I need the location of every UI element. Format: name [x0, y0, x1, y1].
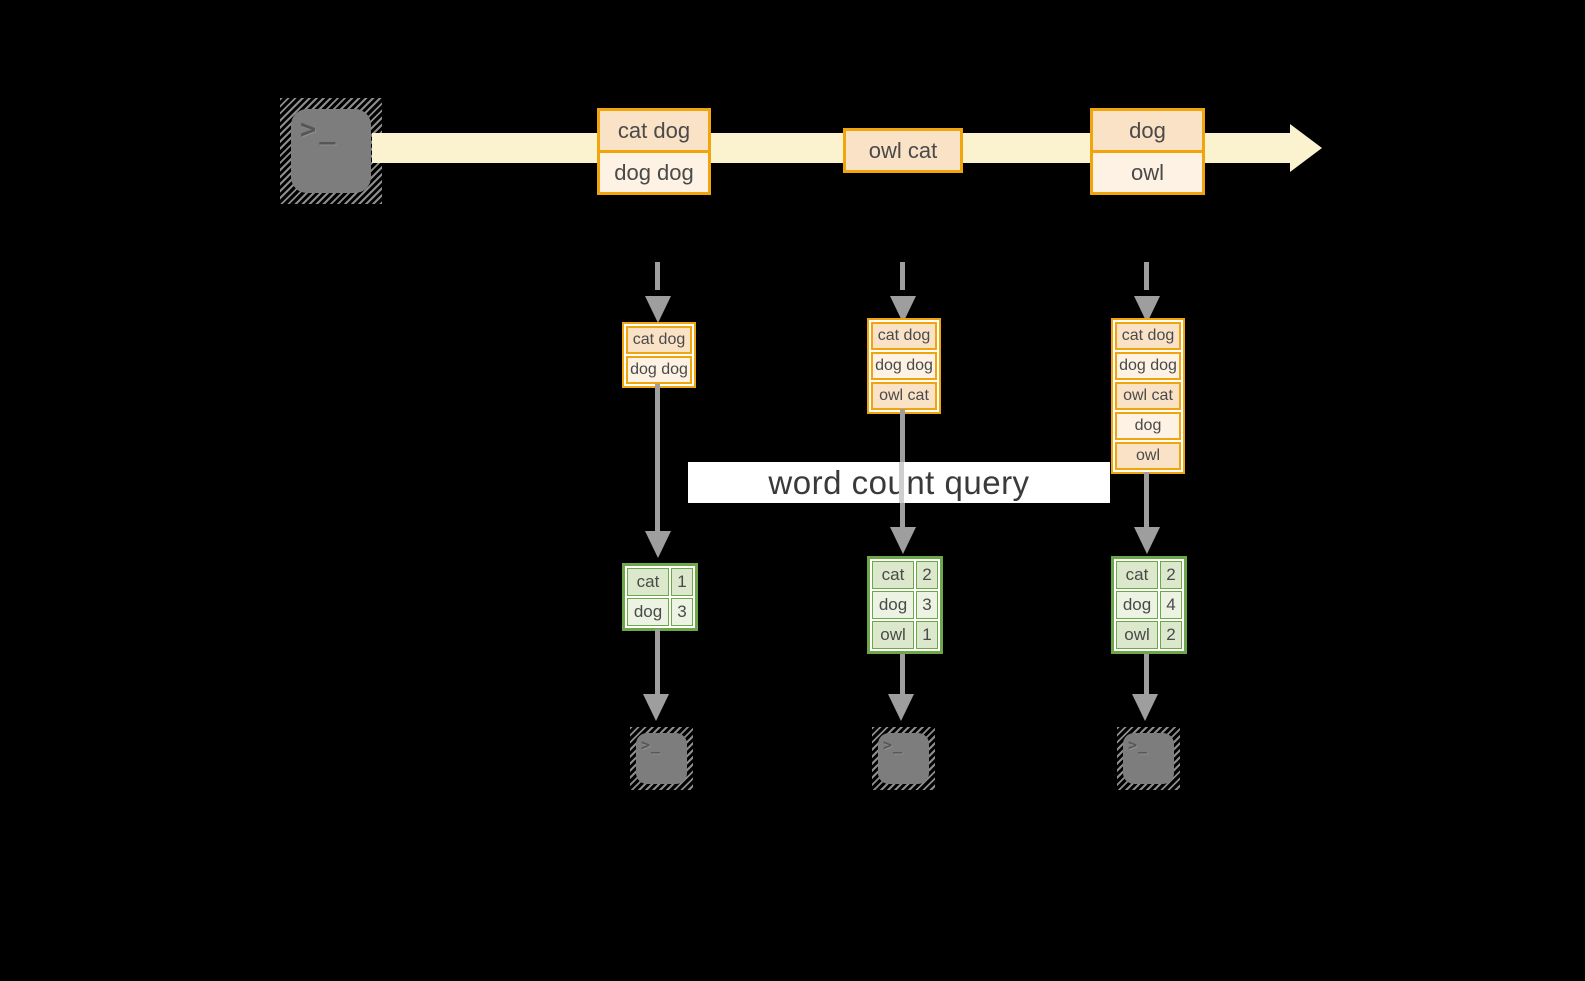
output-arrow-line — [900, 654, 905, 694]
state-row: dog dog — [871, 352, 937, 380]
count-table-1: cat 1 dog 3 — [622, 563, 698, 631]
state-row: cat dog — [1115, 322, 1181, 350]
output-arrowhead-icon — [1132, 694, 1158, 721]
stream-arrowhead-icon — [1290, 124, 1322, 172]
state-row: cat dog — [871, 322, 937, 350]
dashed-arrowhead-icon — [645, 296, 671, 323]
dashed-arrow-line — [900, 262, 905, 290]
table-row: owl 2 — [1116, 621, 1182, 649]
event-row: owl cat — [846, 131, 960, 170]
consumer-terminal-icon-2: >_ — [872, 727, 935, 790]
state-row: dog dog — [1115, 352, 1181, 380]
event-box-1: cat dog dog dog — [597, 108, 711, 195]
dashed-arrow-line — [1144, 262, 1149, 290]
consumer-terminal-icon-3: >_ — [1117, 727, 1180, 790]
event-row: dog — [1093, 111, 1202, 150]
word-cell: dog — [1116, 591, 1158, 619]
table-row: cat 1 — [627, 568, 693, 596]
count-cell: 4 — [1160, 591, 1182, 619]
count-cell: 2 — [1160, 621, 1182, 649]
count-cell: 3 — [916, 591, 938, 619]
state-buffer-3: cat dog dog dog owl cat dog owl — [1111, 318, 1185, 474]
query-arrow-line — [655, 384, 660, 531]
event-row: owl — [1093, 150, 1202, 192]
word-cell: owl — [872, 621, 914, 649]
event-box-3: dog owl — [1090, 108, 1205, 195]
word-cell: owl — [1116, 621, 1158, 649]
word-cell: cat — [1116, 561, 1158, 589]
state-row: dog — [1115, 412, 1181, 440]
producer-terminal-icon: >_ — [280, 98, 382, 204]
terminal-prompt-glyph: >_ — [641, 736, 662, 754]
table-row: dog 3 — [627, 598, 693, 626]
query-arrowhead-icon — [890, 527, 916, 554]
count-cell: 1 — [916, 621, 938, 649]
word-cell: dog — [872, 591, 914, 619]
terminal-icon-body — [878, 733, 929, 784]
consumer-terminal-icon-1: >_ — [630, 727, 693, 790]
count-table-3: cat 2 dog 4 owl 2 — [1111, 556, 1187, 654]
output-arrowhead-icon — [643, 694, 669, 721]
table-row: cat 2 — [872, 561, 938, 589]
state-row: owl cat — [871, 382, 937, 410]
word-cell: dog — [627, 598, 669, 626]
table-row: cat 2 — [1116, 561, 1182, 589]
event-row: cat dog — [600, 111, 708, 150]
state-buffer-2: cat dog dog dog owl cat — [867, 318, 941, 414]
table-row: dog 3 — [872, 591, 938, 619]
query-arrow-line — [1144, 472, 1149, 527]
terminal-prompt-glyph: >_ — [1128, 736, 1149, 754]
output-arrow-line — [655, 629, 660, 694]
table-row: dog 4 — [1116, 591, 1182, 619]
count-cell: 2 — [916, 561, 938, 589]
word-count-query-label: word count query — [688, 462, 1110, 503]
word-cell: cat — [872, 561, 914, 589]
state-row: owl cat — [1115, 382, 1181, 410]
count-cell: 3 — [671, 598, 693, 626]
event-box-2: owl cat — [843, 128, 963, 173]
state-row: dog dog — [626, 356, 692, 384]
state-row: cat dog — [626, 326, 692, 354]
table-row: owl 1 — [872, 621, 938, 649]
query-arrowhead-icon — [1134, 527, 1160, 554]
terminal-prompt-glyph: >_ — [883, 736, 904, 754]
state-buffer-1: cat dog dog dog — [622, 322, 696, 388]
word-cell: cat — [627, 568, 669, 596]
terminal-icon-body — [636, 733, 687, 784]
output-arrow-line — [1144, 654, 1149, 694]
terminal-icon-body — [291, 109, 371, 193]
query-arrowhead-icon — [645, 531, 671, 558]
dashed-arrow-line — [655, 262, 660, 290]
terminal-icon-body — [1123, 733, 1174, 784]
output-arrowhead-icon — [888, 694, 914, 721]
event-row: dog dog — [600, 150, 708, 192]
count-cell: 2 — [1160, 561, 1182, 589]
terminal-prompt-glyph: >_ — [300, 114, 339, 145]
count-cell: 1 — [671, 568, 693, 596]
state-row: owl — [1115, 442, 1181, 470]
count-table-2: cat 2 dog 3 owl 1 — [867, 556, 943, 654]
arrow-passthrough-line — [899, 462, 904, 503]
query-label-text: word count query — [768, 463, 1030, 501]
